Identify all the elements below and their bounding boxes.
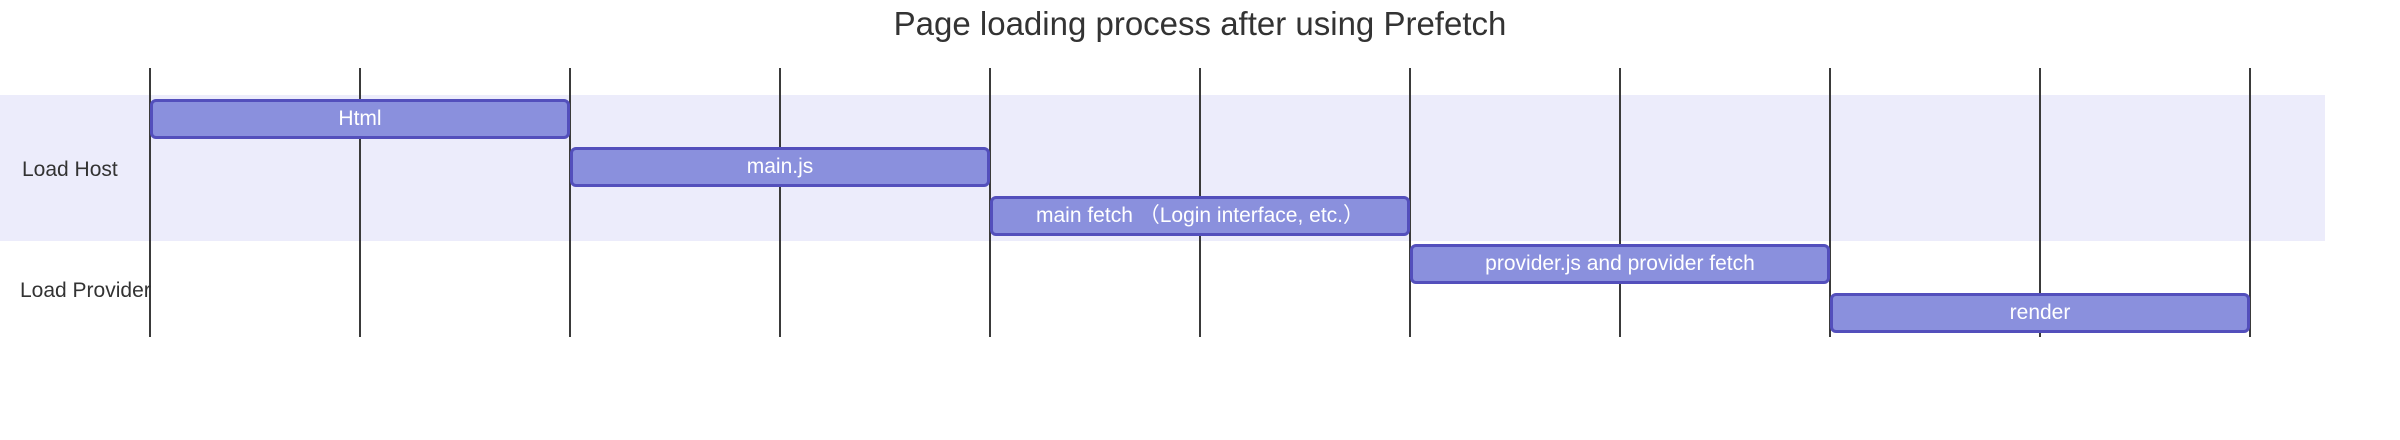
gridline [569, 68, 571, 337]
section-label-load-host: Load Host [22, 158, 118, 181]
task-bar-0-0: Html [150, 98, 570, 139]
gridline [779, 68, 781, 337]
gridline [149, 68, 151, 337]
task-bar-0-2: main fetch （Login interface, etc.） [990, 195, 1410, 236]
task-bar-1-0: provider.js and provider fetch [1410, 244, 1830, 284]
gridline [2039, 68, 2041, 337]
task-bar-0-1: main.js [570, 147, 990, 187]
gridline [1829, 68, 1831, 337]
task-bar-1-1: render [1830, 292, 2250, 333]
gridline [1409, 68, 1411, 337]
chart-title: Page loading process after using Prefetc… [893, 5, 1507, 42]
gridline [1619, 68, 1621, 337]
gridline [359, 68, 361, 337]
gridline [2249, 68, 2251, 337]
section-label-load-provider: Load Provider [20, 279, 151, 302]
